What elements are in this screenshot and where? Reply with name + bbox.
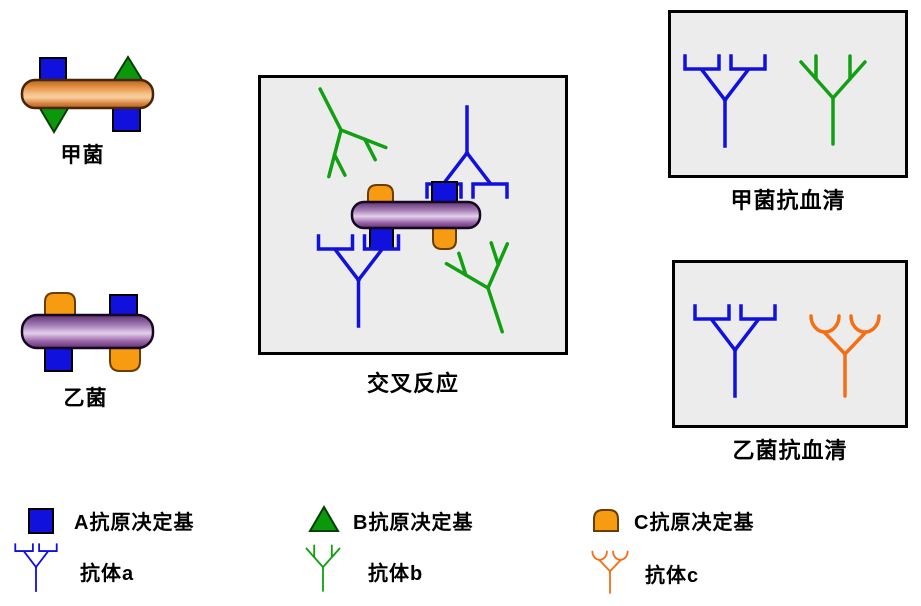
antibody-b-icon	[799, 54, 867, 146]
antibody-b-icon	[289, 78, 391, 184]
bacterium-b-rod	[20, 313, 155, 350]
antiserum-a-figure	[683, 54, 867, 148]
antiserum-b-panel	[672, 260, 908, 428]
antibody-a-icon	[683, 54, 767, 148]
antiserum-a-label: 甲菌抗血清	[730, 188, 846, 213]
antibody-a-icon	[693, 304, 777, 398]
bacterium-b-rod	[350, 200, 482, 230]
legend-antigen-b-triangle-icon	[308, 505, 340, 532]
antigen-c-dome-icon	[432, 227, 457, 250]
cross-reaction-panel	[258, 75, 568, 355]
legend-antigen-a-square-icon	[28, 508, 54, 534]
antigen-c-dome-icon	[44, 292, 76, 319]
antiserum-b-figure	[693, 304, 881, 398]
bacterium-a-rod	[20, 78, 155, 110]
antigen-a-square-icon	[44, 344, 73, 372]
legend-antigen-b-label: B抗原决定基	[353, 512, 474, 534]
legend-antibody-a-icon	[10, 535, 62, 592]
legend-antibody-b-icon	[297, 535, 349, 592]
antigen-a-square-icon	[431, 181, 458, 205]
antibody-a-icon	[316, 234, 401, 328]
bacterium-b-figure	[20, 292, 155, 372]
antigen-a-square-icon	[369, 227, 394, 250]
cross-reaction-figure	[289, 78, 535, 344]
legend-antibody-c-icon	[584, 537, 636, 594]
antibody-b-icon	[442, 236, 535, 344]
legend-antibody-b-label: 抗体b	[368, 563, 424, 585]
antibody-c-icon	[809, 314, 881, 398]
bacterium-b-label: 乙菌	[63, 387, 108, 410]
antiserum-b-label: 乙菌抗血清	[732, 438, 848, 463]
legend-antigen-c-label: C抗原决定基	[634, 512, 755, 534]
legend-antibody-a-label: 抗体a	[80, 563, 135, 585]
antiserum-a-panel	[668, 10, 908, 178]
antigen-c-dome-icon	[109, 344, 141, 372]
cross-reaction-label: 交叉反应	[366, 371, 459, 396]
legend-antibody-c-label: 抗体c	[645, 565, 700, 587]
legend-antigen-a-label: A抗原决定基	[74, 512, 195, 534]
bacterium-a-label: 甲菌	[60, 144, 105, 167]
bacterium-a-figure	[20, 55, 155, 134]
legend-antigen-c-dome-icon	[593, 509, 619, 532]
